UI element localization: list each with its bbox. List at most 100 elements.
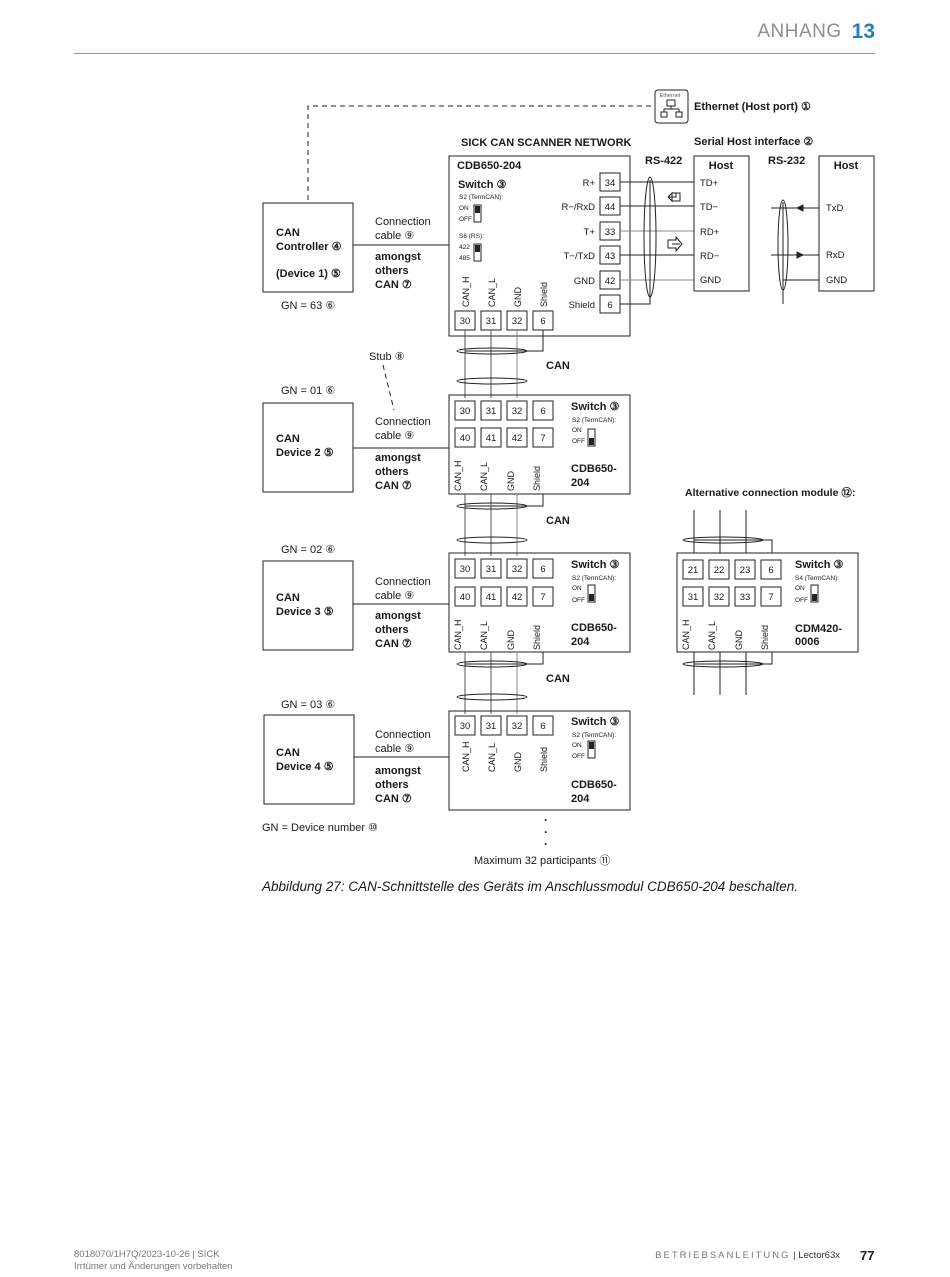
can-pin-label: GND	[734, 630, 744, 651]
host-pin: GND	[826, 275, 847, 286]
main-module-name: CDB650-204	[457, 160, 522, 172]
rs232-host-box	[818, 155, 875, 292]
cdb650-main-module	[448, 155, 631, 337]
amongst-label: amongst	[375, 251, 421, 263]
amongst-label: CAN ⑦	[375, 279, 412, 291]
can-pin-label: Shield	[760, 625, 770, 650]
ethernet-icon	[660, 111, 668, 118]
can-pin-label: GND	[506, 471, 516, 492]
network-title: SICK CAN SCANNER NETWORK	[461, 137, 632, 149]
main-switch-label: Switch ③	[458, 179, 507, 191]
serial-host-label: Serial Host interface ②	[694, 136, 813, 148]
terminal-number: 41	[486, 592, 497, 603]
can-pin-label: CAN_L	[479, 621, 489, 650]
terminal-number: 30	[460, 721, 471, 732]
amongst-label: CAN ⑦	[375, 480, 412, 492]
can-pin-label: GND	[513, 752, 523, 773]
connection-cable-label: Connection	[375, 216, 431, 228]
page-number: 77	[860, 1248, 875, 1263]
host-pin: RxD	[826, 250, 845, 261]
host-pin: RD−	[700, 251, 720, 262]
switch-label: Switch ③	[571, 716, 620, 728]
can-pin-label: CAN_H	[681, 619, 691, 650]
module-name: 204	[571, 636, 590, 648]
can-pin-label: CAN_H	[461, 741, 471, 772]
module-name: 0006	[795, 636, 819, 648]
can-pin-label: GND	[506, 630, 516, 651]
signal-label: T−/TxD	[564, 251, 596, 262]
s2-label: S2 (TermCAN):	[459, 194, 503, 201]
footer-right: BETRIEBSANLEITUNG | Lector63x	[655, 1250, 840, 1261]
ellipsis-dot: ·	[544, 837, 548, 851]
module-name: CDB650-	[571, 779, 617, 791]
terminal-number: 31	[486, 406, 497, 417]
can-device-4-box	[263, 714, 355, 805]
connection-cable-label: Connection	[375, 416, 431, 428]
device-label: Device 3 ⑤	[276, 606, 334, 618]
terminal-number: 23	[740, 565, 751, 576]
terminal-number: 33	[605, 227, 616, 238]
can-pin-label: CAN_L	[487, 743, 497, 772]
switch-off: OFF	[795, 597, 808, 604]
section-title: ANHANG	[757, 21, 842, 42]
terminal-number: 42	[512, 592, 523, 603]
amongst-label: others	[375, 466, 409, 478]
product-name: | Lector63x	[793, 1250, 840, 1261]
controller-label: (Device 1) ⑤	[276, 268, 341, 280]
ethernet-icon	[654, 89, 689, 124]
connection-cable-label: Connection	[375, 576, 431, 588]
can-bus-label: CAN	[546, 515, 570, 527]
ethernet-icon	[666, 99, 676, 107]
switch-label: Switch ③	[795, 559, 844, 571]
terminal-number: 44	[605, 202, 616, 213]
module-name: CDM420-	[795, 623, 842, 635]
terminal-number: 6	[607, 300, 612, 311]
terminal-number: 32	[512, 721, 523, 732]
terminal-number: 40	[460, 592, 471, 603]
signal-label: GND	[574, 276, 595, 287]
device-label: Device 4 ⑤	[276, 761, 334, 773]
amongst-label: others	[375, 779, 409, 791]
terminal-number: 30	[460, 316, 471, 327]
cdb650-module-device-4	[448, 710, 631, 811]
terminal-number: 41	[486, 433, 497, 444]
controller-label: CAN	[276, 227, 300, 239]
terminal-number: 32	[512, 564, 523, 575]
terminal-number: 31	[486, 316, 497, 327]
can-bus-label: CAN	[546, 360, 570, 372]
can-pin-label: Shield	[539, 282, 549, 307]
rs422-host-title: Host	[709, 160, 734, 172]
device-label: CAN	[276, 747, 300, 759]
header-rule	[74, 53, 875, 54]
amongst-label: CAN ⑦	[375, 793, 412, 805]
gn-label: GN = 63 ⑥	[281, 300, 335, 312]
switch-on: ON	[572, 742, 582, 749]
alt-module-title: Alternative connection module ⑫:	[685, 486, 855, 499]
ethernet-port-label: Ethernet (Host port) ①	[694, 101, 811, 113]
footer-left: 8018070/1H7Q/2023-10-26 | SICK Irrtümer …	[74, 1249, 232, 1273]
connection-cable-label: cable ⑨	[375, 230, 414, 242]
host-pin: TD−	[700, 202, 719, 213]
rs422-label: RS-422	[645, 155, 682, 167]
terminal-number: 6	[540, 564, 545, 575]
terminal-number: 32	[512, 316, 523, 327]
terminal-number: 22	[714, 565, 725, 576]
switch-off: OFF	[572, 597, 585, 604]
amongst-label: CAN ⑦	[375, 638, 412, 650]
switch-on: ON	[572, 427, 582, 434]
doc-id: 8018070/1H7Q/2023-10-26 | SICK	[74, 1249, 220, 1260]
terminal-number: 30	[460, 406, 471, 417]
ellipsis-dot: ·	[544, 825, 548, 839]
ethernet-icon	[675, 111, 683, 118]
device-label: Device 2 ⑤	[276, 447, 334, 459]
switch-on: ON	[572, 585, 582, 592]
terminal-number: 7	[540, 592, 545, 603]
s2-label: S2 (TermCAN):	[572, 732, 616, 739]
can-pin-label: Shield	[532, 625, 542, 650]
amongst-label: amongst	[375, 765, 421, 777]
terminal-number: 42	[605, 276, 616, 287]
s2-label: S2 (TermCAN):	[572, 575, 616, 582]
disclaimer: Irrtümer und Änderungen vorbehalten	[74, 1261, 233, 1272]
module-name: 204	[571, 793, 590, 805]
rs232-host-title: Host	[834, 160, 859, 172]
